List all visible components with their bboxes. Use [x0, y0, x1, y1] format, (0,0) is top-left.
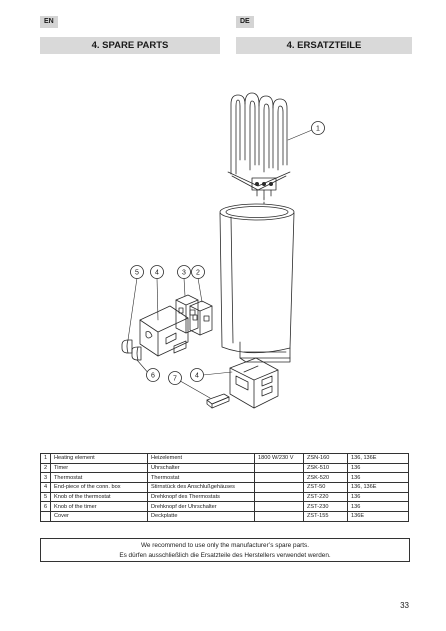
part-name-de: Heizelement [147, 453, 255, 464]
part-number: 6 [40, 501, 51, 513]
part-code: ZSK-510 [303, 462, 348, 474]
part-name-de: Thermostat [147, 472, 255, 484]
part-spec [254, 462, 304, 474]
part-number: 3 [40, 472, 51, 484]
part-models: 136 [347, 491, 409, 503]
part-models: 136 [347, 462, 409, 474]
part-name-de: Drehknopf des Thermostats [147, 491, 255, 503]
part-number: 2 [40, 462, 51, 474]
part-spec [254, 491, 304, 503]
part-code: ZSN-160 [303, 453, 348, 464]
callout-7: 7 [173, 376, 177, 383]
section-title-en: 4. SPARE PARTS [40, 37, 220, 54]
part-name-en: Heating element [50, 453, 148, 464]
part-number: 4 [40, 482, 51, 493]
part-code: ZST-155 [303, 511, 348, 522]
language-tag-de: DE [236, 16, 254, 28]
spare-parts-notice: We recommend to use only the manufacture… [40, 538, 410, 562]
callout-5: 5 [135, 270, 139, 277]
part-number: 1 [40, 453, 51, 464]
notice-text-en: We recommend to use only the manufacture… [140, 542, 309, 549]
page-number: 33 [400, 601, 409, 610]
part-number: 5 [40, 491, 51, 503]
section-title-de: 4. ERSATZTEILE [236, 37, 412, 54]
callout-3: 3 [182, 270, 186, 277]
part-models: 136, 136E [347, 453, 409, 464]
part-number [40, 511, 51, 522]
part-models: 136, 136E [347, 482, 409, 493]
notice-text-de: Es dürfen ausschließlich die Ersatzteile… [119, 552, 331, 559]
part-code: ZST-50 [303, 482, 348, 493]
part-name-en: Cover [50, 511, 148, 522]
callout-4-upper: 4 [155, 270, 159, 277]
knobs-drawing [121, 339, 142, 361]
callout-6: 6 [151, 373, 155, 380]
part-models: 136E [347, 511, 409, 522]
callout-1: 1 [316, 126, 320, 133]
part-name-de: Drehknopf der Uhrschalter [147, 501, 255, 513]
connection-box-lower-drawing [229, 357, 279, 409]
part-name-en: Knob of the thermostat [50, 491, 148, 503]
part-name-en: Thermostat [50, 472, 148, 484]
part-code: ZSK-520 [303, 472, 348, 484]
callout-4-lower: 4 [195, 373, 199, 380]
part-name-en: Knob of the timer [50, 501, 148, 513]
cover-plate-drawing [206, 393, 230, 409]
part-models: 136 [347, 472, 409, 484]
part-name-de: Stirnstück des Anschlußgehäuses [147, 482, 255, 493]
callout-2: 2 [196, 270, 200, 277]
part-code: ZST-230 [303, 501, 348, 513]
thermostat-timer-drawing [175, 294, 213, 336]
part-spec [254, 511, 304, 522]
part-spec: 1800 W/230 V [254, 453, 304, 464]
part-spec [254, 472, 304, 484]
part-spec [254, 501, 304, 513]
part-name-en: Timer [50, 462, 148, 474]
part-name-en: End-piece of the conn. box [50, 482, 148, 493]
heating-element-drawing [227, 92, 291, 206]
part-name-de: Uhrschalter [147, 462, 255, 474]
callout-circles [130, 121, 325, 385]
language-tag-en: EN [40, 16, 58, 28]
part-code: ZST-220 [303, 491, 348, 503]
part-models: 136 [347, 501, 409, 513]
part-name-de: Deckplatte [147, 511, 255, 522]
heater-housing-drawing [219, 203, 295, 363]
part-spec [254, 482, 304, 493]
connection-box-upper-drawing [139, 305, 189, 357]
